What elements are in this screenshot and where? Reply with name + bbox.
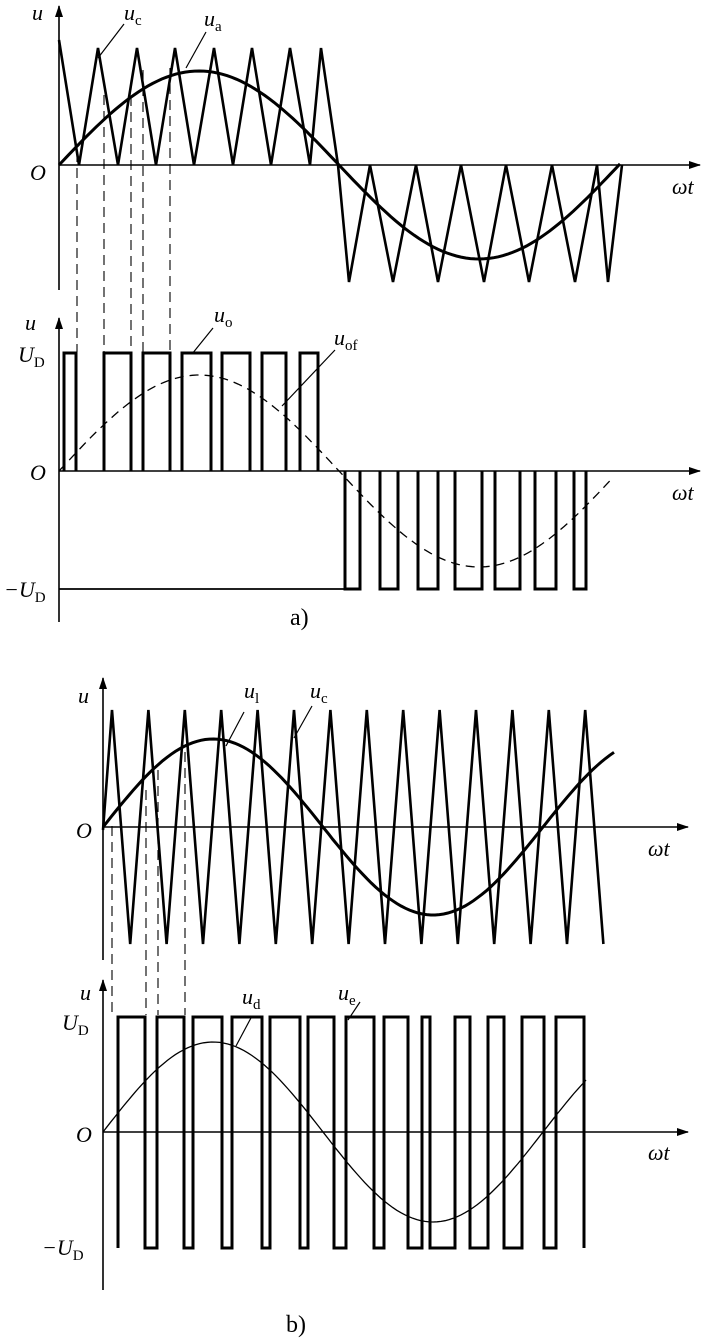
figure-a-carrier-leader (97, 23, 125, 59)
figure-b-bottom-y-label: u (80, 980, 91, 1005)
figure-b-reference-wave (101, 737, 615, 917)
figure-b: u ωt O ul uc u ωt O UD −UD ud ue b) (42, 677, 689, 1338)
figure-b-carrier-label: uc (310, 678, 328, 707)
figure-a-caption: a) (290, 605, 309, 631)
figure-a-fundamental-leader (281, 349, 336, 407)
figure-b-pulse-label: ue (338, 980, 356, 1009)
figure-b-top-x-label: ωt (648, 836, 671, 861)
figure-b-bottom-x-label: ωt (648, 1140, 671, 1165)
figure-a-bottom-y-label: u (25, 310, 36, 335)
figure-a-modulation-plot: u ωt O uc ua (30, 0, 701, 352)
figure-a-reference-label: ua (204, 6, 222, 35)
figure-a-fundamental-wave (58, 374, 611, 568)
figure-b-fundamental-wave (102, 1041, 587, 1223)
figure-a-plus-level-label: UD (18, 342, 45, 371)
figure-a-pulse-leader (191, 327, 214, 355)
figure-b-reference-leader (225, 711, 245, 747)
figure-a: u ωt O uc ua u ωt O UD −UD uo uof a) (4, 0, 701, 631)
figure-a-bottom-x-label: ωt (672, 480, 695, 505)
figure-a-reference-wave (57, 69, 622, 261)
figure-a-reference-leader (185, 31, 207, 69)
figure-b-top-y-label: u (78, 683, 89, 708)
figure-b-projection-lines (111, 752, 186, 1015)
figure-a-minus-level-label: −UD (4, 577, 46, 606)
figure-b-output-pulses (116, 1015, 586, 1250)
figure-a-carrier-wave (57, 39, 624, 283)
figure-a-top-y-label: u (32, 0, 43, 25)
figure-b-carrier-leader (293, 705, 313, 739)
figure-b-carrier-wave (101, 709, 605, 945)
figure-a-bottom-origin-label: O (30, 460, 46, 485)
figure-a-projection-lines (76, 68, 171, 352)
figure-a-top-x-label: ωt (672, 174, 695, 199)
figure-b-minus-level-label: −UD (42, 1235, 84, 1264)
figure-a-pulse-label: uo (214, 302, 233, 331)
figure-b-output-plot: u ωt O UD −UD ud ue (42, 979, 689, 1290)
figure-b-reference-label: ul (244, 678, 259, 707)
figure-b-pulse-leader (347, 1001, 361, 1021)
figure-b-fundamental-leader (235, 1015, 253, 1047)
figure-b-plus-level-label: UD (62, 1010, 89, 1039)
figure-a-output-pulses (62, 351, 588, 591)
figure-b-top-origin-label: O (76, 818, 92, 843)
figure-a-top-origin-label: O (30, 160, 46, 185)
figure-b-fundamental-label: ud (242, 984, 261, 1013)
figure-a-output-plot: u ωt O UD −UD uo uof (4, 302, 701, 622)
figure-a-fundamental-label: uof (334, 325, 358, 354)
figure-a-carrier-label: uc (124, 0, 142, 29)
figure-b-modulation-plot: u ωt O ul uc (76, 677, 689, 1015)
figure-b-caption: b) (286, 1312, 306, 1338)
figure-b-bottom-origin-label: O (76, 1122, 92, 1147)
